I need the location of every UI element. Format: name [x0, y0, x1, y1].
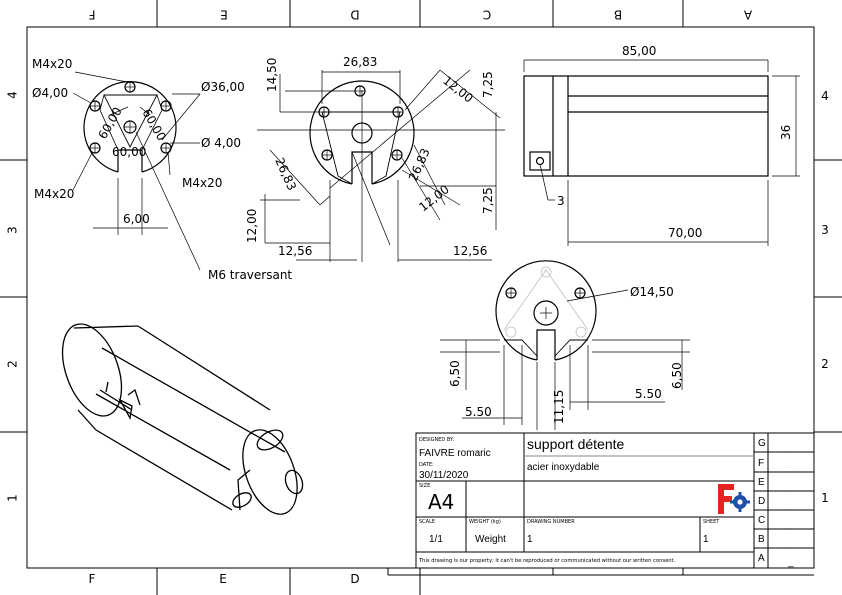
label-angle-60-bottom: 60,00 — [112, 145, 146, 159]
zone-top-f: F — [88, 8, 95, 22]
material: acier inoxydable — [527, 462, 600, 473]
side-view-labels: 85,00 36 3 70,00 — [557, 44, 793, 240]
rev-letter-b: B — [758, 534, 765, 545]
zone-right-1: 1 — [821, 491, 829, 505]
sheet-value: 1 — [703, 534, 709, 545]
label-12-56-left: 12,56 — [278, 244, 312, 258]
zone-top-b: B — [614, 8, 622, 22]
title-block-text: DESIGNED BY: FAIVRE romaric DATE: 30/11/… — [418, 436, 794, 568]
ownership-notice: This drawing is our property; it can't b… — [418, 558, 676, 564]
rev-value-d: _ — [787, 500, 794, 511]
designed-by-label: DESIGNED BY: — [419, 437, 454, 443]
label-dia4-right: Ø 4,00 — [201, 136, 241, 150]
zone-top-e: E — [220, 8, 228, 22]
rev-value-a: _ — [787, 557, 794, 568]
label-26-83-top: 26,83 — [343, 55, 377, 69]
drawing-number-value: 1 — [527, 534, 533, 545]
rev-letter-a: A — [758, 553, 765, 564]
zone-right-4: 4 — [821, 89, 829, 103]
zone-labels-top: F E D C B A — [88, 8, 752, 22]
drawing-number-label: DRAWING NUMBER — [527, 519, 575, 525]
rev-value-b: _ — [787, 538, 794, 549]
zone-bottom-e: E — [219, 572, 227, 586]
designer-name: FAIVRE romaric — [419, 448, 491, 459]
label-m4x20-top: M4x20 — [32, 57, 72, 71]
isometric-view — [61, 323, 304, 515]
scale-value: 1/1 — [429, 534, 443, 545]
label-5-50-left: 5.50 — [465, 405, 492, 419]
front-view-center — [257, 69, 505, 262]
weight-label: WEIGHT (kg) — [469, 519, 501, 525]
rev-value-c: _ — [787, 519, 794, 530]
rev-value-f: _ — [787, 462, 794, 473]
size-label: SIZE — [419, 483, 430, 489]
freecad-logo-icon — [718, 484, 750, 514]
label-angle-60-right: 60,00 — [139, 107, 168, 144]
label-7-25-top: 7,25 — [481, 71, 495, 98]
sheet-label: SHEET — [703, 519, 720, 525]
rev-letter-c: C — [758, 515, 765, 526]
front-view-left — [72, 71, 201, 271]
side-view — [523, 59, 800, 246]
label-dia36: Ø36,00 — [201, 80, 245, 94]
zone-bottom-f: F — [89, 572, 96, 586]
zone-labels-bottom: F E D — [89, 572, 360, 586]
rev-letter-f: F — [758, 458, 764, 469]
zone-bottom-d: D — [350, 572, 359, 586]
label-m4x20-left: M4x20 — [34, 187, 74, 201]
zone-left-2: 2 — [6, 360, 20, 368]
zone-left-4: 4 — [6, 91, 20, 99]
zone-left-1: 1 — [6, 494, 20, 502]
zone-top-a: A — [743, 8, 752, 22]
zone-top-c: C — [483, 8, 491, 22]
label-85: 85,00 — [622, 44, 656, 58]
label-3: 3 — [557, 194, 565, 208]
label-12-00-right: 12,00 — [416, 182, 452, 214]
label-12-00-left: 12,00 — [245, 209, 259, 243]
label-dia14-50: Ø14,50 — [630, 285, 674, 299]
label-5-50-right: 5.50 — [635, 387, 662, 401]
zone-top-d: D — [350, 8, 359, 22]
front-view-left-labels: M4x20 Ø4,00 60,00 60,00 60,00 Ø36,00 Ø 4… — [32, 57, 292, 282]
drawing-title: support détente — [527, 436, 625, 452]
label-11-15: 11,15 — [552, 390, 566, 424]
date-label: DATE: — [419, 462, 434, 468]
label-36: 36 — [779, 125, 793, 140]
label-12-56-right: 12,56 — [453, 244, 487, 258]
zone-right-2: 2 — [821, 357, 829, 371]
rev-value-e: _ — [787, 481, 794, 492]
title-block — [415, 432, 815, 569]
label-14-50: 14,50 — [265, 58, 279, 92]
weight-value: Weight — [475, 534, 506, 545]
label-dia4-left: Ø4,00 — [32, 86, 68, 100]
zone-labels-right: 4 3 2 1 — [821, 89, 829, 505]
label-6-50-right: 6,50 — [670, 362, 684, 389]
bottom-view-labels: Ø14,50 6,50 5.50 11,15 5.50 6,50 — [448, 285, 684, 424]
zone-left-3: 3 — [6, 226, 20, 234]
label-6-50-left: 6,50 — [448, 360, 462, 387]
label-m6-traversant: M6 traversant — [208, 268, 292, 282]
size-value: A4 — [428, 490, 454, 514]
scale-label: SCALE — [419, 519, 435, 525]
bottom-view — [440, 260, 690, 430]
zone-labels-left: 4 3 2 1 — [6, 91, 20, 502]
rev-value-g: _ — [787, 442, 794, 453]
zone-right-3: 3 — [821, 223, 829, 237]
date-value: 30/11/2020 — [419, 470, 469, 481]
label-width-6: 6,00 — [123, 212, 150, 226]
rev-letter-g: G — [758, 438, 766, 449]
label-26-83-left: 26,83 — [272, 156, 299, 193]
rev-letter-e: E — [758, 477, 765, 488]
label-70: 70,00 — [668, 226, 702, 240]
label-m4x20-right: M4x20 — [182, 176, 222, 190]
label-7-25-bottom: 7,25 — [481, 187, 495, 214]
label-12-00-top: 12,00 — [440, 73, 476, 105]
rev-letter-d: D — [758, 496, 765, 507]
front-view-center-labels: 14,50 26,83 12,00 7,25 26,83 26,83 12,00… — [245, 55, 495, 258]
